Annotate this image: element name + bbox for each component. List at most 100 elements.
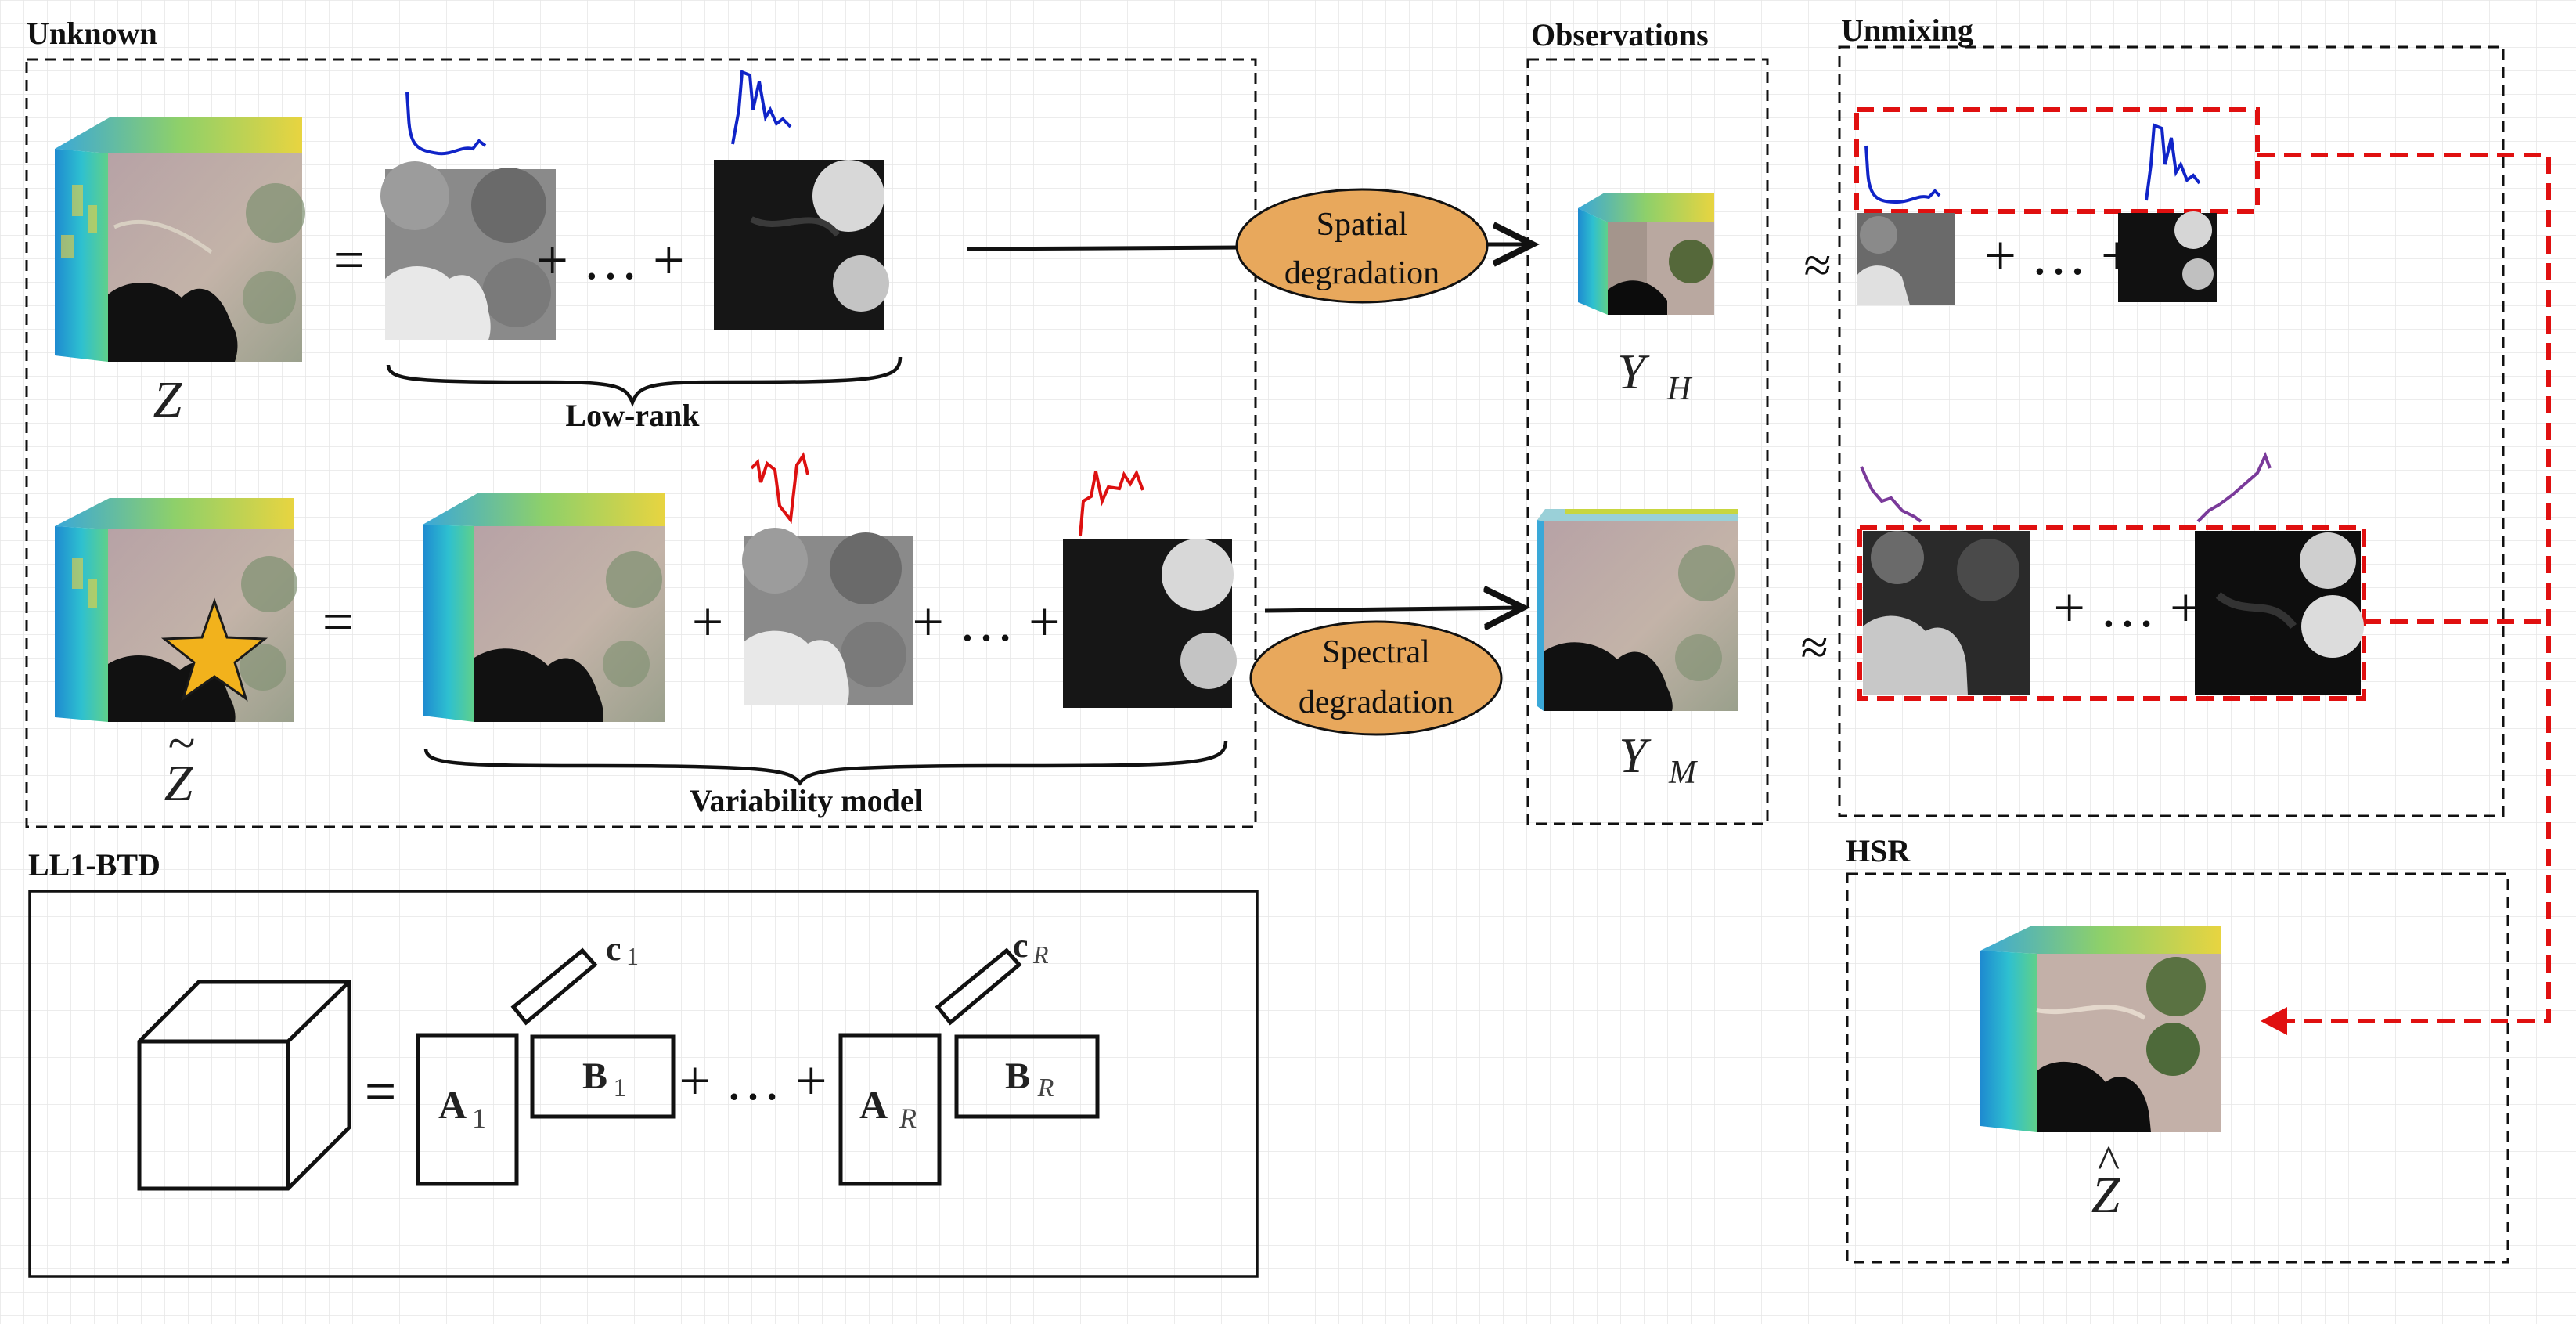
- ar-block: [838, 1033, 942, 1186]
- ar-label: A R: [859, 1083, 917, 1134]
- hsr-title: HSR: [1846, 833, 1911, 868]
- svg-text:Z: Z: [153, 371, 183, 428]
- unmixing-spectrum-r: [2145, 123, 2201, 201]
- spectral-degradation-node: Spectral degradation: [1249, 620, 1503, 736]
- b1-label: B 1: [582, 1056, 627, 1102]
- endmember-spectrum-r: [731, 70, 792, 145]
- svg-text:B: B: [582, 1056, 607, 1097]
- svg-text:1: 1: [614, 1074, 627, 1102]
- unmixing-frame: [1838, 45, 2505, 817]
- svg-text:A: A: [438, 1083, 467, 1127]
- svg-text:Y: Y: [1617, 344, 1650, 399]
- svg-text:R: R: [1037, 1074, 1054, 1102]
- svg-text:A: A: [859, 1083, 888, 1127]
- hsr-frame: [1846, 872, 2509, 1264]
- plus-dots-plus-unmix-2: + … +: [2053, 576, 2201, 639]
- unmixing-spectrum-purple-1: [1860, 466, 1922, 523]
- c1-block: [510, 947, 598, 1026]
- unmixing-abundance-1: [1857, 213, 1955, 305]
- svg-text:Z: Z: [2091, 1167, 2121, 1224]
- equals-row1: =: [333, 229, 366, 291]
- svg-text:c: c: [1013, 926, 1029, 965]
- svg-text:Z: Z: [164, 755, 194, 812]
- equals-ll1: =: [365, 1060, 397, 1123]
- endmember-spectrum-1: [405, 92, 487, 156]
- spatial-degradation-node: Spatial degradation: [1235, 188, 1489, 304]
- svg-text:c: c: [606, 929, 621, 968]
- br-block: [954, 1034, 1100, 1119]
- z-tilde-cube: [55, 498, 297, 722]
- yh-symbol: Y H: [1617, 344, 1693, 407]
- observations-title: Observations: [1531, 17, 1709, 52]
- svg-text:M: M: [1668, 755, 1698, 791]
- tensor-cube: [137, 980, 351, 1191]
- br-label: B R: [1005, 1056, 1054, 1102]
- unmixing-highlight-2: [1857, 525, 2366, 701]
- ym-symbol: Y M: [1619, 727, 1698, 791]
- svg-text:R: R: [1032, 940, 1049, 969]
- unknown-title: Unknown: [27, 16, 157, 51]
- star-icon: [160, 597, 268, 702]
- variability-abundance-1: [742, 528, 913, 705]
- svg-text:1: 1: [626, 942, 639, 970]
- plus-dots-plus-ll1: + … +: [679, 1049, 827, 1112]
- unmixing-title: Unmixing: [1841, 13, 1973, 48]
- yh-cube: [1578, 193, 1714, 315]
- reference-cube: [423, 493, 665, 722]
- spectral-degradation-label-1: Spectral: [1322, 634, 1430, 670]
- spatial-degradation-label-2: degradation: [1284, 255, 1439, 291]
- plus-dots-plus-unmix-1: + … +: [1984, 224, 2132, 287]
- z-hat-cube: [1980, 926, 2221, 1132]
- variability-model-brace: [423, 740, 1228, 786]
- unmixing-highlight-1: [1854, 107, 2260, 214]
- approx-row2: ≈: [1800, 619, 1828, 675]
- unmixing-abundance-m1: [1863, 531, 2030, 695]
- arrow-to-ym: [1264, 608, 1523, 611]
- cr-label: c R: [1013, 926, 1049, 969]
- ll1btd-title: LL1-BTD: [28, 847, 160, 882]
- z-hat-symbol: Z ^: [2091, 1136, 2121, 1224]
- z-tilde-symbol: Z ~: [164, 715, 196, 812]
- svg-text:R: R: [899, 1102, 917, 1134]
- arrow-z-to-spatial: [967, 245, 1242, 251]
- spectral-degradation-label-2: degradation: [1299, 684, 1454, 720]
- svg-text:B: B: [1005, 1056, 1030, 1097]
- z-symbol: Z: [153, 371, 183, 428]
- abundance-map-r: [714, 160, 889, 330]
- svg-text:Y: Y: [1619, 727, 1652, 783]
- svg-text:1: 1: [472, 1102, 486, 1134]
- connector-to-hsr-1: [2257, 153, 2551, 1023]
- red-spectrum-1: [750, 452, 809, 525]
- z-cube: [55, 117, 305, 362]
- svg-text:~: ~: [168, 715, 196, 770]
- ll1btd-frame: [28, 890, 1259, 1278]
- spatial-degradation-label-1: Spatial: [1317, 207, 1408, 243]
- b1-block: [530, 1034, 676, 1119]
- ym-cube: [1537, 509, 1738, 711]
- svg-text:H: H: [1666, 371, 1693, 407]
- connector-arrowhead: [2261, 1007, 2287, 1035]
- a1-block: [416, 1033, 519, 1186]
- plus-dots-plus-row1: + … +: [536, 229, 684, 291]
- unmixing-spectrum-purple-r: [2196, 451, 2272, 523]
- low-rank-brace: [386, 356, 903, 408]
- plus-row2: +: [692, 590, 724, 653]
- unknown-frame: [25, 58, 1257, 828]
- unmixing-spectrum-1: [1864, 145, 1941, 204]
- approx-row1: ≈: [1803, 237, 1831, 293]
- a1-label: A 1: [438, 1083, 486, 1134]
- variability-abundance-r: [1063, 539, 1237, 708]
- cr-block: [935, 947, 1022, 1026]
- c1-label: c 1: [606, 929, 639, 970]
- unmixing-abundance-mr: [2195, 531, 2364, 695]
- abundance-map-1: [380, 161, 556, 340]
- variability-model-label: Variability model: [690, 783, 922, 818]
- svg-text:^: ^: [2098, 1136, 2120, 1188]
- red-spectrum-r: [1079, 469, 1144, 536]
- unmixing-abundance-r: [2118, 211, 2217, 302]
- observations-frame: [1526, 58, 1769, 825]
- low-rank-label: Low-rank: [565, 398, 700, 433]
- equals-row2: =: [322, 590, 355, 653]
